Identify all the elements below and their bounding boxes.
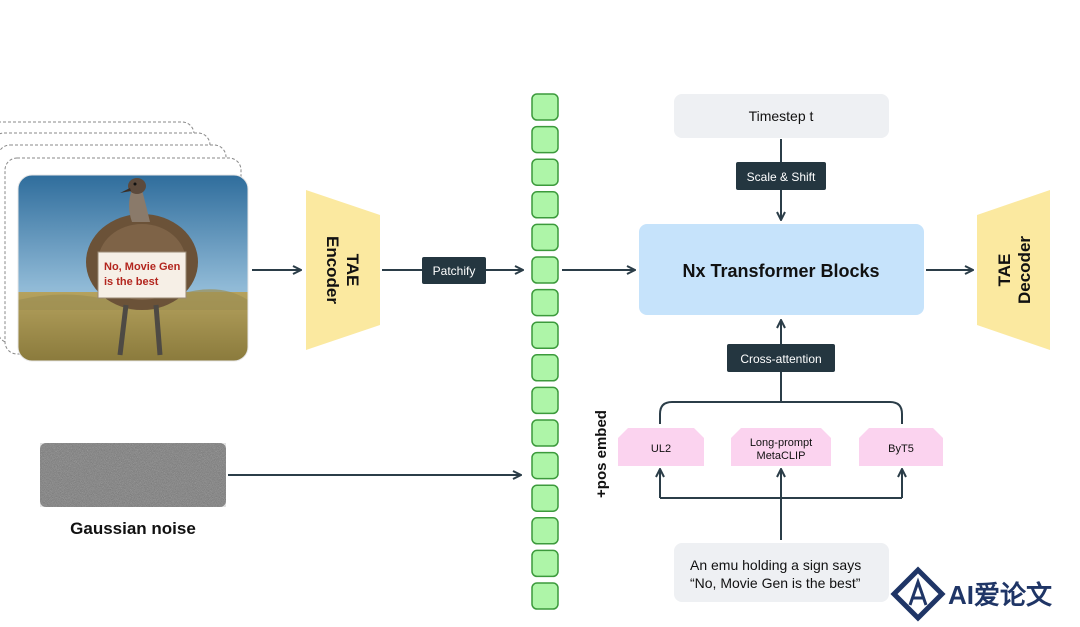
svg-text:ByT5: ByT5	[888, 443, 914, 455]
svg-text:Patchify: Patchify	[433, 264, 476, 278]
patch-token	[531, 582, 559, 610]
input-image-emu: No, Movie Gen is the best	[18, 175, 248, 361]
patch-token	[531, 158, 559, 186]
sign-text-line1: No, Movie Gen	[104, 261, 181, 273]
patch-token	[531, 288, 559, 317]
encoder-merge-connector	[659, 401, 903, 424]
prompt-line2: “No, Movie Gen is the best”	[690, 575, 861, 591]
patchify-label: Patchify	[422, 257, 486, 284]
patch-token	[531, 419, 559, 447]
watermark: AI爱论文	[890, 566, 1053, 622]
logo-a-icon	[890, 566, 946, 622]
svg-text:MetaCLIP: MetaCLIP	[757, 450, 806, 462]
gaussian-noise-label: Gaussian noise	[70, 519, 196, 538]
prompt-line1: An emu holding a sign says	[690, 557, 861, 573]
patch-token	[531, 191, 559, 219]
svg-text:Scale & Shift: Scale & Shift	[747, 170, 816, 184]
tae-encoder-label-2: Encoder	[323, 236, 342, 304]
patch-token	[531, 517, 559, 545]
patch-token	[531, 451, 559, 480]
patch-token	[531, 93, 559, 121]
byt5-encoder: ByT5	[859, 428, 943, 466]
scale-shift-label: Scale & Shift	[736, 162, 826, 190]
svg-text:Cross-attention: Cross-attention	[740, 352, 821, 366]
tae-decoder-block: TAE Decoder	[977, 190, 1050, 350]
ul2-encoder: UL2	[618, 428, 704, 466]
svg-text:Long-prompt: Long-prompt	[750, 437, 812, 449]
transformer-blocks: Nx Transformer Blocks	[639, 224, 924, 315]
patch-token	[531, 125, 559, 154]
metaclip-encoder: Long-prompt MetaCLIP	[731, 428, 831, 466]
tae-decoder-label-1: TAE	[995, 254, 1014, 287]
patch-token	[531, 321, 559, 349]
svg-text:Nx Transformer Blocks: Nx Transformer Blocks	[682, 261, 879, 281]
patch-token	[531, 484, 559, 512]
gaussian-noise-image	[40, 443, 226, 507]
patch-token	[531, 386, 559, 415]
patch-token	[531, 256, 559, 284]
timestep-box: Timestep t	[674, 94, 889, 138]
tae-encoder-label-1: TAE	[343, 254, 362, 287]
token-column	[531, 93, 559, 610]
patch-token	[531, 223, 559, 252]
pos-embed-label: +pos embed	[593, 410, 610, 498]
patch-token	[531, 354, 559, 382]
sign-text-line2: is the best	[104, 276, 159, 288]
svg-text:Timestep t: Timestep t	[749, 108, 814, 124]
prompt-box: An emu holding a sign says “No, Movie Ge…	[674, 543, 889, 602]
watermark-text: AI爱论文	[948, 580, 1053, 610]
svg-text:UL2: UL2	[651, 443, 671, 455]
cross-attention-label: Cross-attention	[727, 344, 835, 372]
tae-decoder-label-2: Decoder	[1015, 236, 1034, 304]
tae-encoder-block: TAE Encoder	[306, 190, 380, 350]
patch-token	[531, 549, 559, 578]
